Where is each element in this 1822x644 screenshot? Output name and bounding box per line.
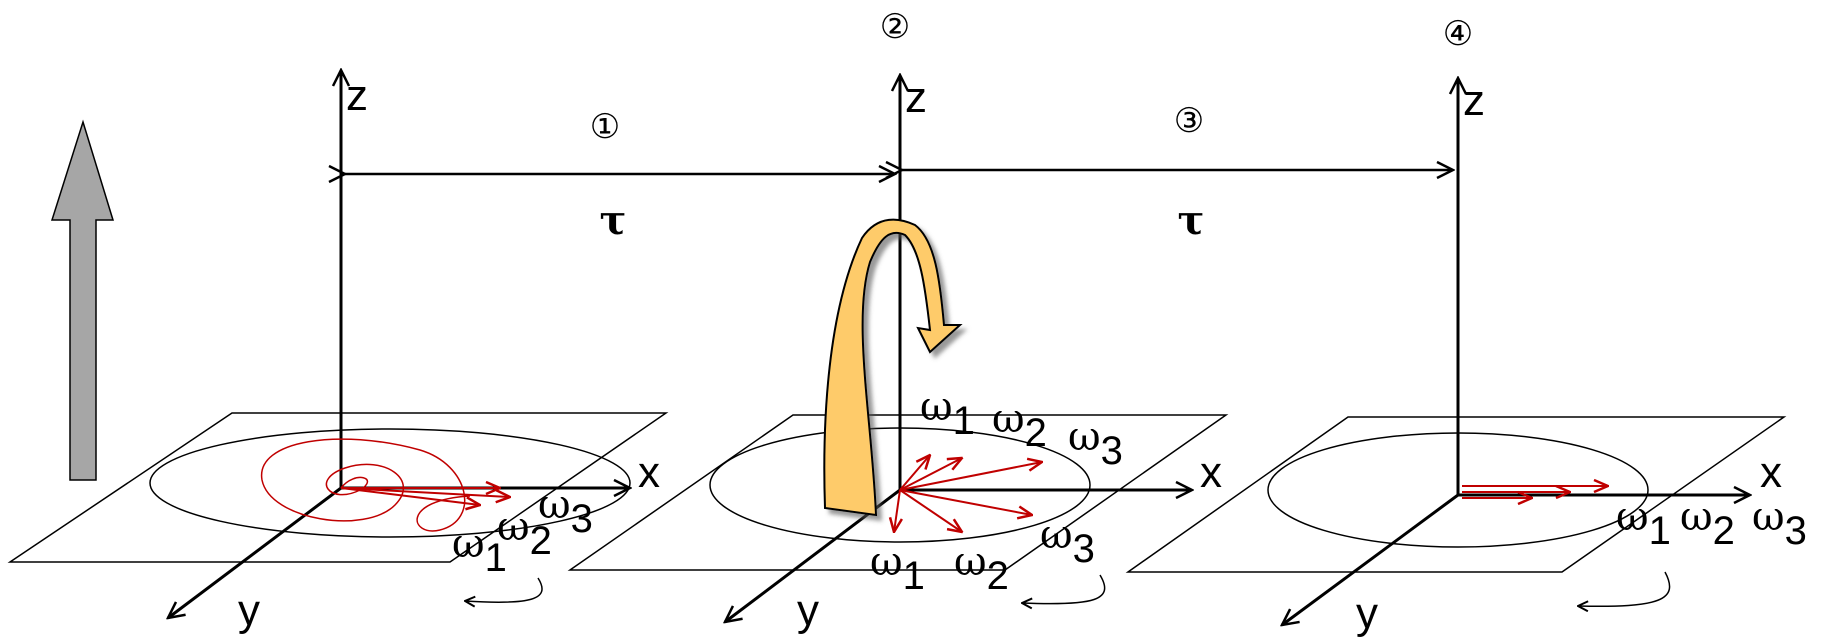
- marker-1: ①: [590, 107, 620, 147]
- frame-1: z x y ω3 ω2 ω1: [7, 70, 669, 635]
- y-label-1: y: [238, 586, 260, 635]
- omega2-label-3: ω2: [1680, 494, 1735, 553]
- z-label-2: z: [905, 73, 927, 122]
- omega3-label-2b: ω3: [1040, 512, 1095, 571]
- y-axis-3: [1282, 493, 1459, 625]
- omega1-label-2a: ω1: [920, 384, 975, 443]
- omega2-label-1: ω2: [497, 504, 552, 563]
- y-axis-1: [168, 486, 342, 618]
- x-label-3: x: [1760, 448, 1782, 497]
- up-arrow-icon: [50, 119, 115, 481]
- omega1-label-2b: ω1: [870, 539, 925, 598]
- vector-2b: [899, 458, 962, 491]
- marker-4: ④: [1443, 14, 1473, 54]
- z-label-3: z: [1463, 76, 1485, 125]
- y-label-3: y: [1356, 589, 1378, 638]
- rotation-arrow-icon: [1578, 571, 1671, 606]
- plane-1: [7, 412, 669, 563]
- omega3-label-3: ω3: [1752, 494, 1807, 553]
- vector-2e: [899, 489, 962, 532]
- frame-2: z x y ω1 ω2 ω3 ω3 ω1 ω2: [567, 73, 1229, 635]
- vector-2f: [894, 489, 900, 532]
- tau-label-1: τ: [600, 197, 627, 244]
- z-label-1: z: [346, 71, 368, 120]
- plane-3: [1125, 416, 1787, 573]
- omega1-label-1: ω1: [452, 521, 507, 580]
- plane-2: [567, 414, 1229, 571]
- vector-2a: [899, 462, 1042, 491]
- x-label-2: x: [1200, 448, 1222, 497]
- rf-pulse-arrow-icon: [823, 218, 963, 517]
- x-label-1: x: [638, 448, 660, 497]
- marker-2: ②: [880, 7, 910, 47]
- rotation-arrow-icon: [1022, 574, 1106, 604]
- omega2-label-2a: ω2: [992, 396, 1047, 455]
- vector-2d: [899, 489, 1032, 515]
- y-label-2: y: [797, 586, 819, 635]
- frame-3: z x y ω1 ω2 ω3: [1125, 76, 1807, 638]
- tau-label-2: τ: [1178, 197, 1205, 244]
- omega3-label-2a: ω3: [1068, 414, 1123, 473]
- marker-3: ③: [1174, 101, 1204, 141]
- vector-2c: [899, 455, 930, 491]
- omega3-label-1: ω3: [538, 482, 593, 541]
- vector-1c: [340, 487, 510, 497]
- spiral-1: [261, 438, 471, 532]
- omega2-label-2b: ω2: [954, 539, 1009, 598]
- vector-1b: [340, 487, 480, 505]
- omega1-label-3: ω1: [1616, 494, 1671, 553]
- rotation-arrow-icon: [465, 577, 543, 602]
